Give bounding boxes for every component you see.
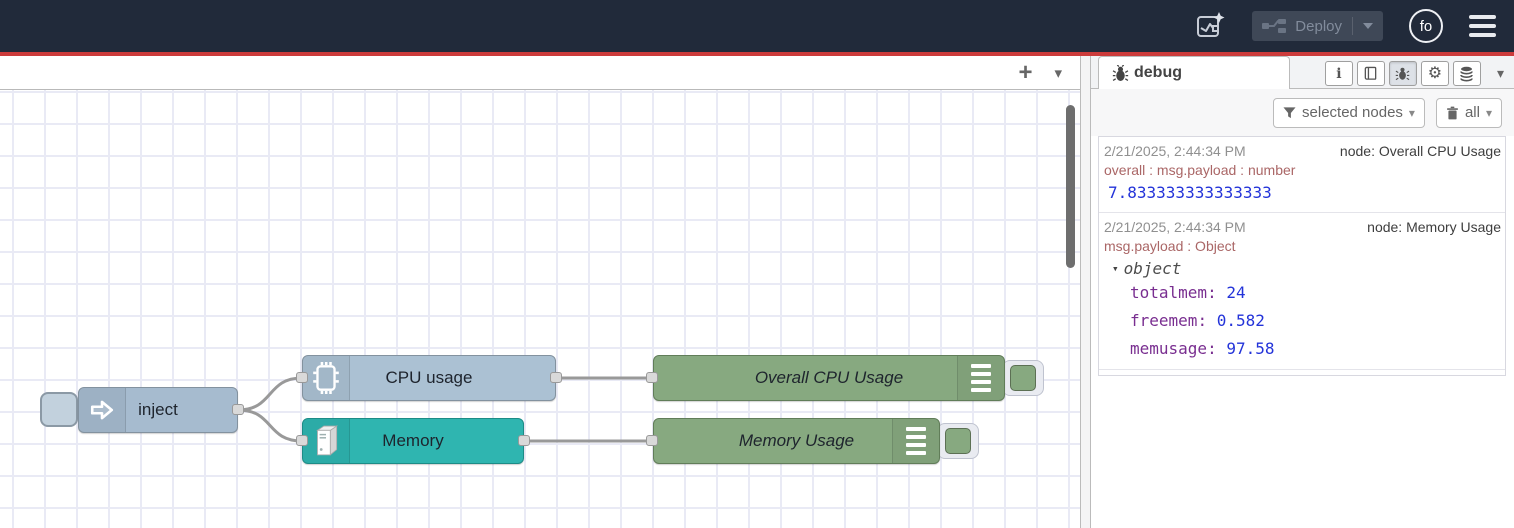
debug-list-icon (892, 419, 939, 463)
deploy-button[interactable]: Deploy (1252, 11, 1383, 41)
deploy-icon (1262, 19, 1287, 33)
sidebar-tab-tools: i ⚙ (1324, 61, 1504, 86)
inject-trigger-button[interactable] (40, 392, 78, 427)
port-memusage-in[interactable] (646, 435, 658, 446)
sidebar: debug i (1090, 56, 1514, 528)
inject-arrow-icon (79, 388, 126, 432)
debug-message-list: 2/21/2025, 2:44:34 PM node: Overall CPU … (1098, 136, 1506, 376)
port-cpu-in[interactable] (296, 372, 308, 383)
database-icon (1460, 66, 1474, 82)
node-cpu-usage[interactable]: CPU usage (302, 355, 556, 401)
message-node-name: node: Overall CPU Usage (1339, 143, 1501, 159)
node-inject[interactable]: inject (78, 387, 238, 433)
wire[interactable] (237, 408, 303, 443)
server-icon (303, 419, 350, 463)
debug-message[interactable]: 2/21/2025, 2:44:34 PM node: Memory Usage… (1099, 213, 1505, 370)
message-value: 7.833333333333333 (1108, 183, 1272, 202)
caret-down-icon: ▾ (1408, 105, 1415, 120)
config-tab-button[interactable]: ⚙ (1420, 61, 1449, 86)
cpu-chip-icon (303, 356, 350, 400)
book-icon (1365, 66, 1377, 80)
object-property: memusage97.58 (1104, 335, 1501, 363)
debug-list-icon (957, 356, 1004, 400)
filter-label: selected nodes (1302, 104, 1403, 121)
message-timestamp: 2/21/2025, 2:44:34 PM (1104, 143, 1246, 159)
node-label: Overall CPU Usage (754, 368, 904, 387)
deploy-label: Deploy (1295, 17, 1342, 35)
port-overall-in[interactable] (646, 372, 658, 383)
debug-message[interactable]: 2/21/2025, 2:44:34 PM node: Overall CPU … (1099, 137, 1505, 213)
debug-toggle-button[interactable] (937, 423, 979, 459)
node-debug-memory-usage[interactable]: Memory Usage (653, 418, 940, 464)
sidebar-tab-bar: debug i (1091, 56, 1514, 89)
node-label: CPU usage (385, 368, 473, 387)
tab-label: debug (1134, 64, 1182, 81)
main-menu-icon[interactable] (1469, 15, 1496, 37)
object-label: object (1123, 259, 1182, 278)
object-expander[interactable]: ▾ object (1104, 256, 1501, 279)
deploy-caret-icon[interactable] (1363, 23, 1373, 29)
context-tab-button[interactable] (1452, 61, 1481, 86)
trash-icon (1447, 106, 1458, 119)
bug-icon (1396, 67, 1410, 81)
message-property-path: msg.payload : Object (1104, 238, 1236, 254)
sparkle-flow-icon (1197, 12, 1225, 37)
debug-toolbar: selected nodes ▾ all ▾ (1091, 89, 1514, 136)
port-memory-in[interactable] (296, 435, 308, 446)
funnel-icon (1283, 107, 1296, 119)
debug-toggle-button[interactable] (1002, 360, 1044, 396)
node-debug-overall-cpu[interactable]: Overall CPU Usage (653, 355, 1005, 401)
gear-icon: ⚙ (1427, 64, 1443, 82)
caret-down-icon: ▾ (1485, 105, 1492, 120)
node-label: Memory (382, 431, 444, 450)
sidebar-menu-caret-icon[interactable]: ▾ (1496, 65, 1504, 81)
wire[interactable] (237, 376, 303, 412)
object-property: freemem0.582 (1104, 307, 1501, 335)
node-label: Memory Usage (738, 431, 855, 450)
message-node-name: node: Memory Usage (1367, 219, 1501, 235)
info-icon: i (1336, 65, 1342, 82)
avatar-initials: fo (1419, 17, 1433, 35)
info-tab-button[interactable]: i (1324, 61, 1353, 86)
canvas-vertical-scrollbar[interactable] (1066, 105, 1075, 268)
tab-debug[interactable]: debug (1098, 56, 1290, 89)
help-tab-button[interactable] (1356, 61, 1385, 86)
flow-assistant-icon[interactable] (1194, 10, 1226, 42)
wire-layer (237, 376, 652, 443)
port-inject-out[interactable] (232, 404, 244, 415)
header-accent-line (0, 52, 1514, 56)
sidebar-splitter[interactable] (1081, 56, 1090, 528)
flow-list-caret-icon[interactable]: ▾ (1054, 64, 1062, 82)
message-property-path: overall : msg.payload : number (1104, 162, 1296, 178)
message-timestamp: 2/21/2025, 2:44:34 PM (1104, 219, 1246, 235)
debug-filter-button[interactable]: selected nodes ▾ (1273, 97, 1425, 128)
deploy-divider (1352, 17, 1353, 35)
bug-icon (1112, 64, 1129, 81)
collapse-caret-icon: ▾ (1112, 262, 1119, 275)
workspace-pane: + ▾ inject (0, 56, 1081, 528)
port-memory-out[interactable] (518, 435, 530, 446)
debug-clear-button[interactable]: all ▾ (1435, 97, 1502, 128)
add-flow-icon[interactable]: + (1018, 58, 1033, 86)
debug-tab-button[interactable] (1388, 61, 1417, 86)
node-label: inject (138, 400, 178, 419)
header: Deploy fo (0, 0, 1514, 52)
node-memory[interactable]: Memory (302, 418, 524, 464)
flow-canvas[interactable]: inject CPU usage (0, 90, 1080, 528)
port-cpu-out[interactable] (550, 372, 562, 383)
clear-label: all (1464, 104, 1480, 121)
object-property: totalmem24 (1104, 279, 1501, 307)
user-avatar[interactable]: fo (1409, 9, 1443, 43)
workspace-tab-bar: + ▾ (0, 56, 1080, 90)
